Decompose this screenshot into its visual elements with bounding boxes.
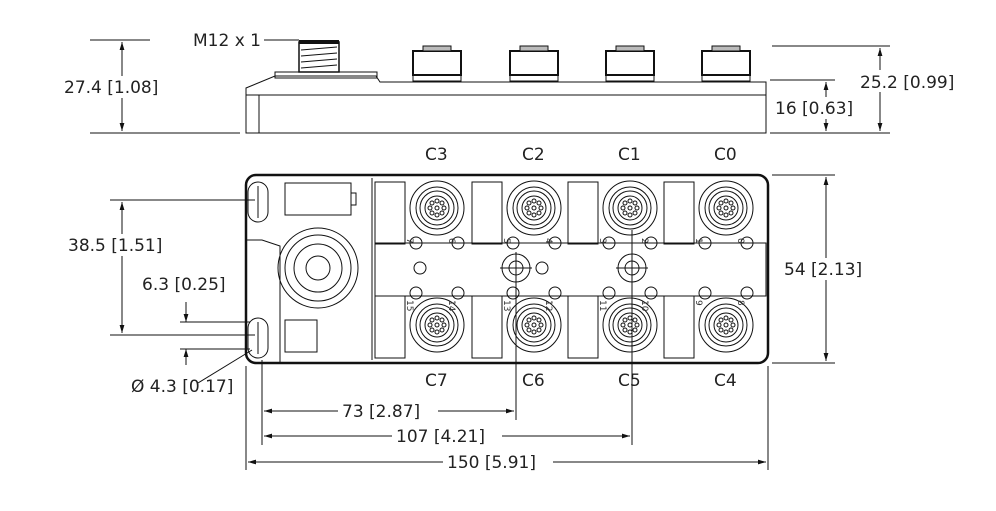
pin-label: 14 [446, 300, 456, 312]
pin-label: 8 [735, 300, 745, 306]
pin-label: 7 [404, 238, 414, 244]
port-label: C5 [618, 371, 641, 391]
pin-label: 9 [693, 300, 703, 306]
dim-total-height: 27.4 [1.08] [64, 78, 158, 98]
dim-hole-spacing: 38.5 [1.51] [68, 236, 162, 256]
dim-body-height: 16 [0.63] [775, 99, 853, 119]
port-connector-side [605, 45, 655, 82]
dim-hole-diameter: Ø 4.3 [0.17] [131, 377, 233, 397]
port-c1[interactable]: 3 2 C1 [567, 145, 658, 250]
port-c0[interactable]: 1 0 C0 [663, 145, 754, 250]
port-connector-side [701, 45, 751, 82]
pin-label: 1 [693, 238, 703, 244]
pin-label: 5 [501, 238, 511, 244]
dim-width: 54 [2.13] [784, 260, 862, 280]
pin-label: 15 [404, 300, 414, 311]
port-c4[interactable]: 9 8C4 [663, 286, 754, 391]
dim-73: 73 [2.87] [342, 402, 420, 422]
port-c3[interactable]: 7 6 C3 [374, 145, 465, 250]
port-label: C4 [714, 371, 737, 391]
pin-label: 0 [735, 238, 745, 244]
port-c2[interactable]: 5 4 C2 [471, 145, 562, 250]
dim-107: 107 [4.21] [396, 427, 485, 447]
dim-port-height: 25.2 [0.99] [860, 73, 954, 93]
port-label: C3 [425, 145, 448, 165]
m12-connector-top [277, 227, 359, 309]
port-label: C7 [425, 371, 448, 391]
port-label: C1 [618, 145, 641, 165]
pin-label: 13 [501, 300, 511, 311]
m12-connector-side [298, 40, 340, 73]
dim-150: 150 [5.91] [447, 453, 536, 473]
dim-hole-offset: 6.3 [0.25] [142, 275, 226, 295]
pin-label: 12 [543, 300, 553, 311]
port-connector-side [412, 45, 462, 82]
port-connector-side [509, 45, 559, 82]
port-label: C2 [522, 145, 545, 165]
pin-label: 11 [597, 300, 607, 311]
pin-label: 4 [543, 238, 553, 244]
pin-label: 2 [639, 238, 649, 244]
port-label: C0 [714, 145, 737, 165]
pin-label: 10 [639, 300, 649, 312]
pin-label: 3 [597, 238, 607, 244]
port-label: C6 [522, 371, 545, 391]
pin-label: 6 [446, 238, 456, 244]
side-view: 27.4 [1.08] M12 x 1 25.2 [0.99] 16 [0.63… [55, 31, 970, 134]
thread-label: M12 x 1 [193, 31, 261, 51]
